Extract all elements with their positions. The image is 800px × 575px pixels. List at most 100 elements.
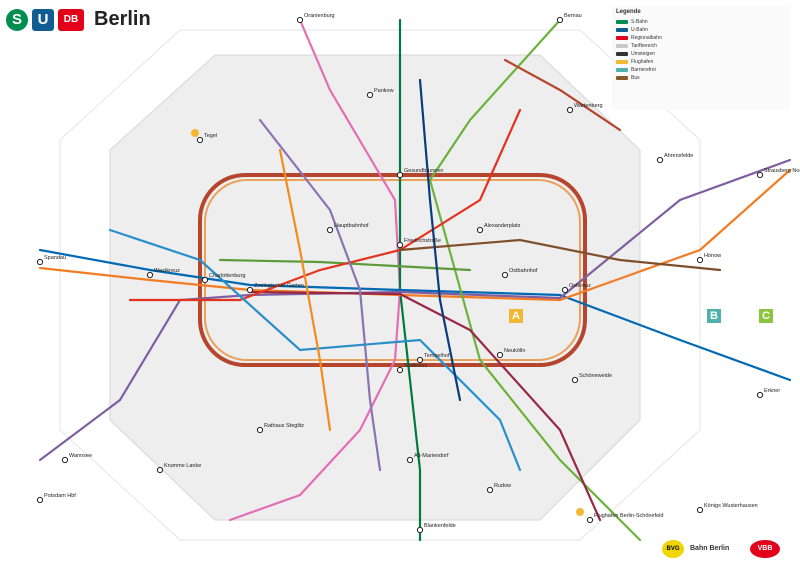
s-bahn-icon: S (6, 8, 28, 31)
legend-row: Bus (616, 74, 790, 82)
station-marker (196, 136, 204, 144)
ringbahn-inner-line (204, 179, 581, 361)
db-icon: DB (58, 8, 84, 31)
station-marker (566, 106, 574, 114)
legend-row: U-Bahn (616, 26, 790, 34)
station-marker (246, 286, 254, 294)
station-label: Ahrensfelde (664, 153, 693, 159)
legend-label: Tarifbereich (631, 43, 657, 49)
legend-label: Umsteigen (631, 51, 655, 57)
legend-swatch (616, 20, 628, 24)
legend-label: Flughafen (631, 59, 654, 65)
station-marker (556, 16, 564, 24)
station-marker (501, 271, 509, 279)
line-u6 (258, 118, 382, 472)
station-label: Rathaus Steglitz (264, 423, 304, 429)
airport-icon (576, 508, 584, 516)
line-u5 (398, 238, 722, 272)
station-label: Bernau (564, 13, 582, 19)
zone-c-badge: C (759, 309, 773, 323)
station-marker (656, 156, 664, 164)
zone-a-badge: A (509, 309, 523, 323)
station-label: Blankenfelde (424, 523, 456, 529)
line-s3 (38, 248, 792, 382)
station-label: Rudow (494, 483, 511, 489)
legend-label: Regionalbahn (631, 35, 662, 41)
line-u2 (128, 108, 522, 302)
station-label: Ostbahnhof (509, 268, 538, 274)
station-marker (396, 366, 404, 374)
legend-title: Legende (616, 9, 641, 15)
station-label: Pankow (374, 88, 394, 94)
legend-row: Tarifbereich (616, 42, 790, 50)
station-marker (36, 258, 44, 266)
station-marker (61, 456, 69, 464)
legend-row: Barrierefrei (616, 66, 790, 74)
station-marker (696, 506, 704, 514)
station-label: Wartenberg (574, 103, 603, 109)
station-label: Hönow (704, 253, 721, 259)
legend-row: Umsteigen (616, 50, 790, 58)
legend-swatch (616, 36, 628, 40)
station-marker (416, 356, 424, 364)
zone-b-area (109, 54, 641, 521)
legend-row: S-Bahn (616, 18, 790, 26)
station-marker (256, 426, 264, 434)
legend-label: S-Bahn (631, 19, 648, 25)
legend-row: Regionalbahn (616, 34, 790, 42)
line-u9 (278, 148, 332, 432)
station-label: Erkner (764, 388, 780, 394)
line-u8 (418, 78, 462, 402)
legend-swatch (616, 60, 628, 64)
station-label: Krumme Lanke (164, 463, 201, 469)
station-marker (146, 271, 154, 279)
station-label: Ostkreuz (569, 283, 591, 289)
station-marker (496, 351, 504, 359)
legend-swatch (616, 52, 628, 56)
station-label: Zoologischer Garten (254, 283, 304, 289)
line-u1 (218, 258, 472, 272)
station-marker (586, 516, 594, 524)
bvg-logo: BVG (662, 540, 684, 558)
station-marker (486, 486, 494, 494)
station-label: Alt-Mariendorf (414, 453, 449, 459)
station-label: Schöneweide (579, 373, 612, 379)
station-marker (561, 286, 569, 294)
legend-label: Barrierefrei (631, 67, 656, 73)
legend-swatch (616, 28, 628, 32)
station-label: Spandau (44, 255, 66, 261)
station-label: Tempelhof (424, 353, 450, 359)
station-label: Friedrichstraße (404, 238, 441, 244)
u-bahn-icon: U (32, 8, 54, 31)
station-label: Gesundbrunnen (404, 168, 443, 174)
station-marker (36, 496, 44, 504)
station-label: Tegel (204, 133, 217, 139)
line-u7 (108, 228, 522, 472)
vbb-logo: VBB (750, 540, 780, 558)
station-label: Flughafen Berlin-Schönefeld (594, 513, 663, 519)
station-marker (571, 376, 579, 384)
station-label: Oranienburg (304, 13, 335, 19)
station-marker (201, 276, 209, 284)
station-marker (696, 256, 704, 264)
station-marker (326, 226, 334, 234)
line-s1 (228, 18, 402, 522)
station-marker (296, 16, 304, 24)
station-marker (396, 241, 404, 249)
station-label: Hauptbahnhof (334, 223, 369, 229)
legend-swatch (616, 68, 628, 72)
legend-row: Flughafen (616, 58, 790, 66)
station-label: Westkreuz (154, 268, 180, 274)
legend-swatch (616, 44, 628, 48)
map-header: S U DB Berlin (6, 8, 151, 31)
line-s41 (503, 58, 622, 132)
db-logo: Bahn Berlin (690, 545, 730, 552)
page-title: Berlin (94, 8, 151, 30)
station-label: Alexanderplatz (484, 223, 521, 229)
station-marker (476, 226, 484, 234)
station-marker (756, 391, 764, 399)
legend-swatch (616, 76, 628, 80)
